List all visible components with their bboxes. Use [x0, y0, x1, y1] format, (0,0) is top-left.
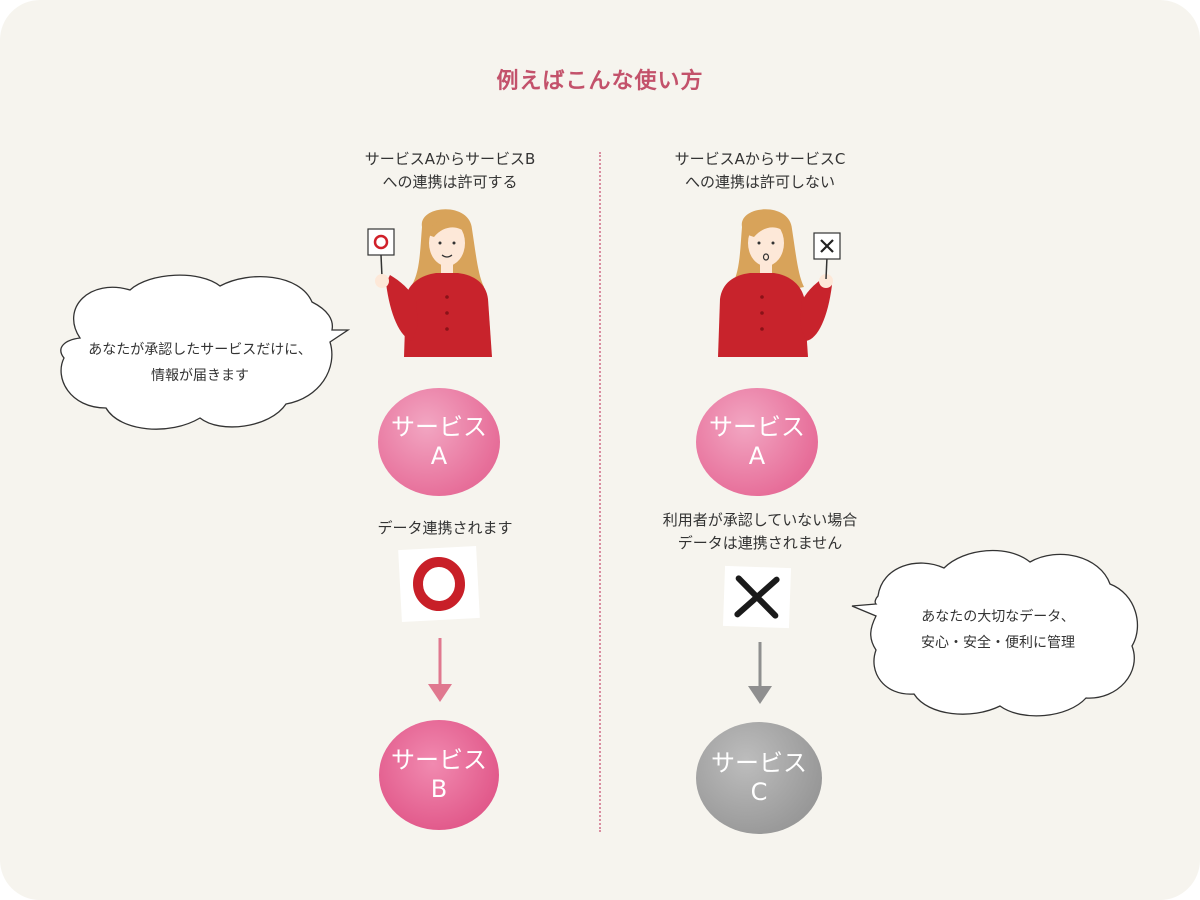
page-title: 例えばこんな使い方 — [496, 69, 704, 94]
right-bubble-line1: あなたの大切なデータ、 — [921, 609, 1075, 625]
service-a-circle-right: サービス A — [696, 388, 818, 496]
right-data-caption-line1: 利用者が承認していない場合 — [662, 511, 858, 529]
right-caption-line1: サービスAからサービスC — [674, 150, 846, 168]
service-c-circle: サービス C — [696, 722, 822, 834]
batsu-cross-icon — [734, 575, 780, 619]
left-data-caption: データ連携されます — [377, 519, 513, 537]
left-bubble-text: あなたが承認したサービスだけに、 情報が届きます — [70, 337, 330, 389]
woman-rejecting-illustration — [718, 209, 841, 357]
service-c-line1: サービス — [711, 749, 807, 777]
left-bubble-line2: 情報が届きます — [151, 368, 249, 384]
right-bubble-text: あなたの大切なデータ、 安心・安全・便利に管理 — [878, 604, 1118, 656]
right-caption-line2: への連携は許可しない — [684, 173, 835, 191]
right-data-caption-line2: データは連携されません — [677, 534, 843, 552]
left-caption: サービスAからサービスB への連携は許可する — [330, 148, 570, 194]
service-a-right-line2: A — [748, 442, 766, 470]
service-a-left-line2: A — [430, 442, 448, 470]
center-divider — [599, 152, 601, 832]
service-a-left-line1: サービス — [391, 413, 487, 441]
service-c-line2: C — [750, 778, 768, 806]
left-down-arrow-icon — [428, 638, 452, 702]
service-a-circle-left: サービス A — [378, 388, 500, 496]
left-speech-bubble — [60, 274, 350, 430]
right-caption: サービスAからサービスC への連携は許可しない — [640, 148, 880, 194]
woman-approving-illustration — [367, 209, 492, 357]
service-b-line2: B — [430, 775, 448, 803]
right-speech-bubble — [851, 549, 1139, 717]
right-down-arrow-icon — [748, 642, 772, 704]
approve-sign-icon — [367, 228, 395, 278]
right-data-caption: 利用者が承認していない場合 データは連携されません — [630, 509, 890, 555]
left-caption-line1: サービスAからサービスB — [364, 150, 536, 168]
right-bubble-line2: 安心・安全・便利に管理 — [921, 635, 1075, 651]
rejected-mark-card — [722, 565, 792, 629]
reject-sign-icon — [813, 232, 841, 280]
service-b-line1: サービス — [391, 746, 487, 774]
service-a-right-line1: サービス — [709, 413, 805, 441]
left-caption-line2: への連携は許可する — [382, 173, 518, 191]
maru-circle-icon — [412, 557, 466, 611]
service-b-circle: サービス B — [379, 720, 499, 830]
approved-mark-card — [398, 546, 480, 622]
left-bubble-line1: あなたが承認したサービスだけに、 — [88, 342, 312, 358]
